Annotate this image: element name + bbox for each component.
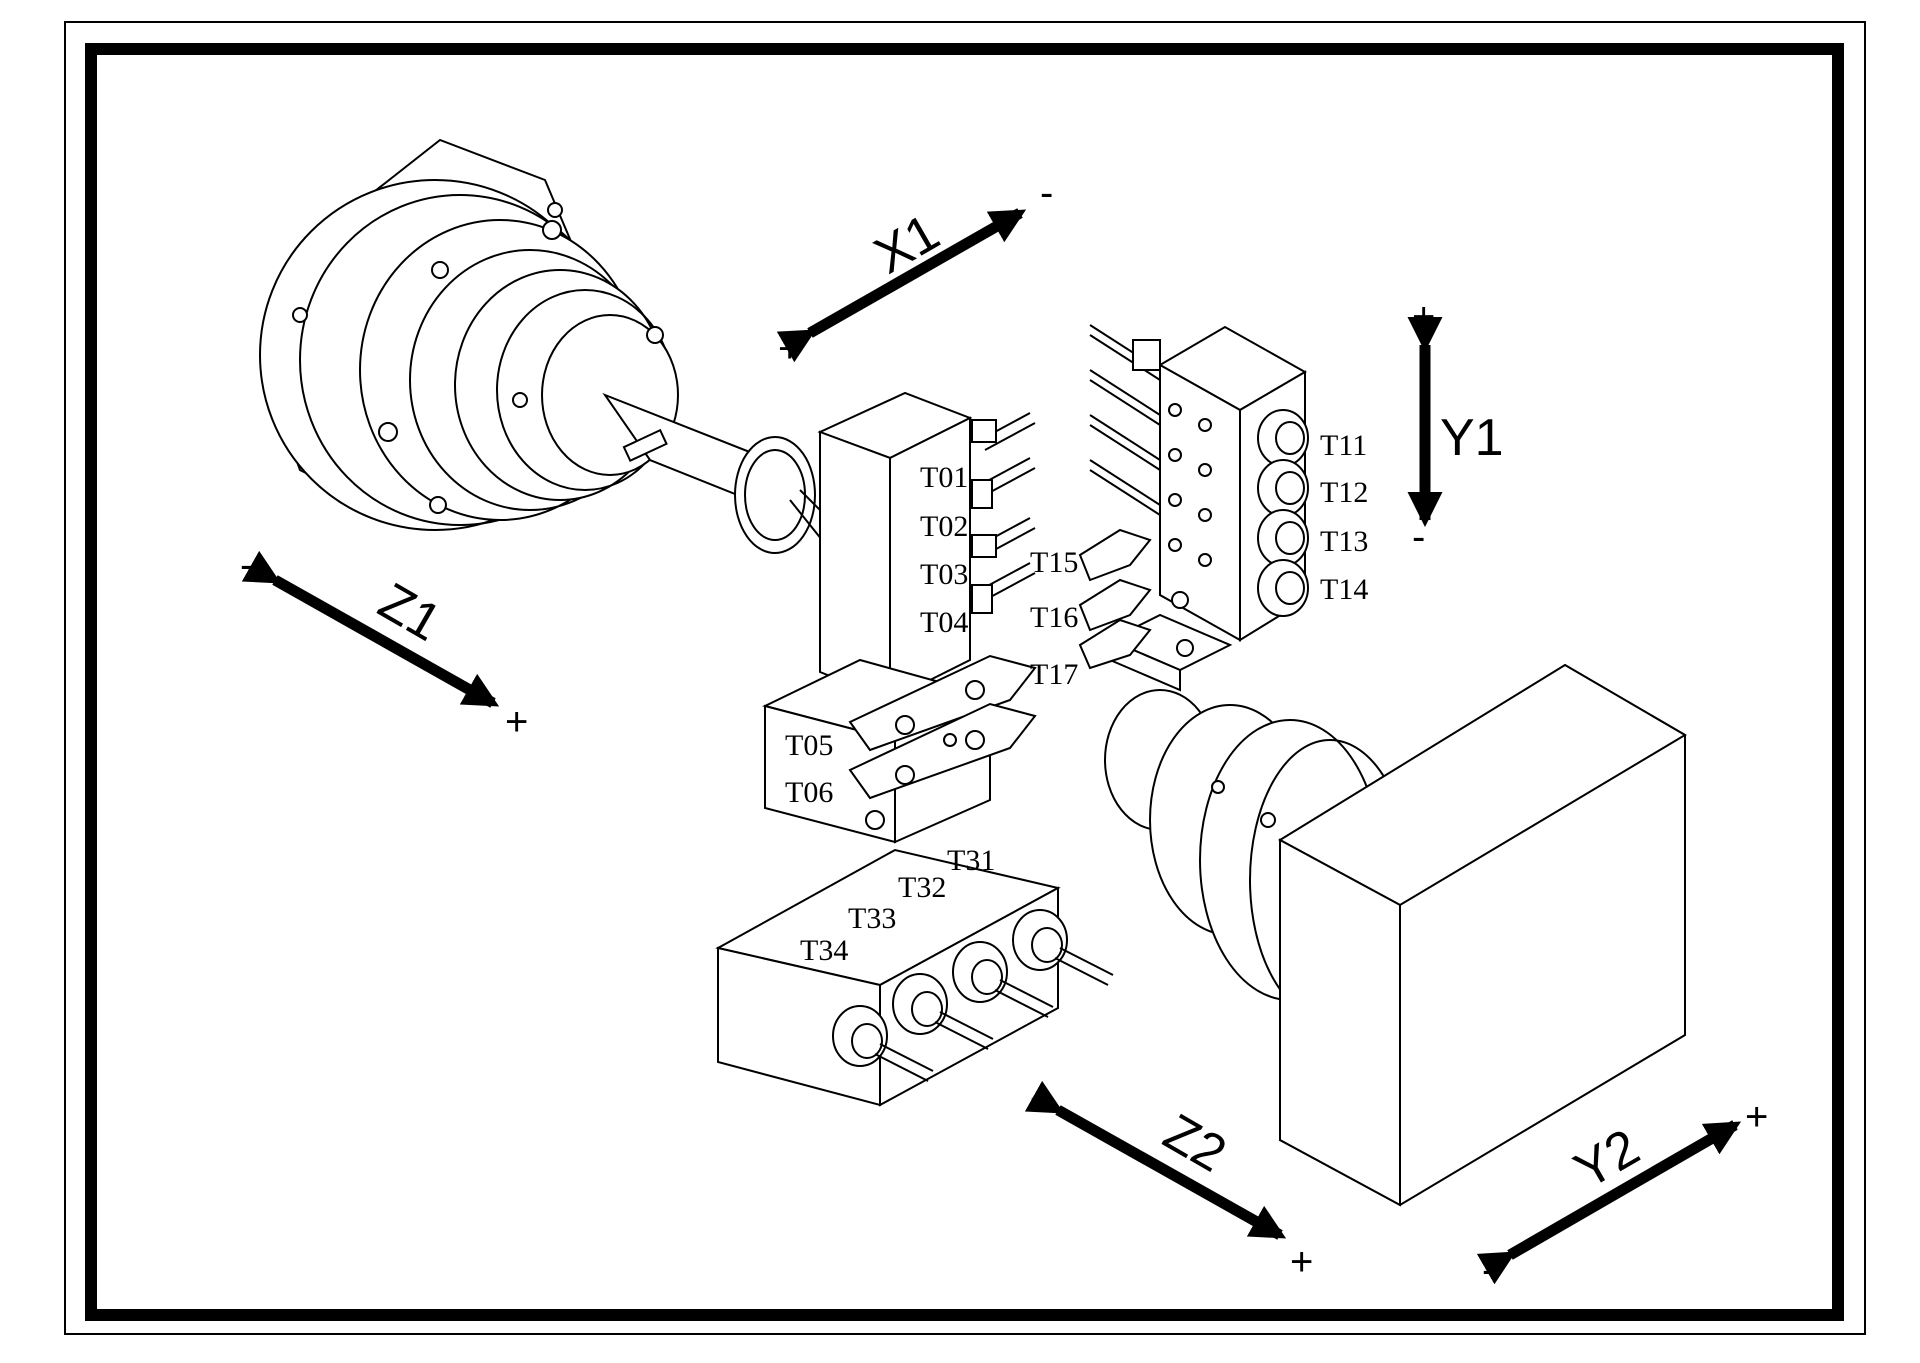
axis-y1-minus: - [1412, 515, 1425, 559]
tool-label-t17: T17 [1030, 658, 1078, 691]
tool-label-t01: T01 [920, 461, 968, 494]
tool-block-icon [762, 391, 1037, 844]
tool-label-t13: T13 [1320, 525, 1368, 558]
axis-y2-minus: - [1482, 1248, 1495, 1292]
tool-label-t16: T16 [1030, 601, 1078, 634]
axis-y1-label: Y1 [1440, 409, 1504, 467]
tool-label-t02: T02 [920, 510, 968, 543]
axis-y1: Y1 + - [1407, 295, 1504, 559]
tool-label-t04: T04 [920, 606, 968, 639]
tool-label-t06: T06 [785, 776, 833, 809]
tool-label-t33: T33 [848, 902, 896, 935]
axis-z2-minus: - [1030, 1075, 1043, 1119]
tool-block-icon [1078, 324, 1309, 692]
sub-spindle-icon [1104, 663, 1687, 1207]
tool-label-t11: T11 [1320, 429, 1367, 462]
axis-x1-minus: - [1040, 171, 1053, 215]
axis-z1: Z1 + - [240, 543, 528, 744]
tool-label-t32: T32 [898, 871, 946, 904]
tool-label-t34: T34 [800, 934, 848, 967]
axis-x1-plus: + [778, 327, 801, 371]
outer-frame [64, 21, 1866, 1335]
axis-y1-plus: + [1412, 295, 1435, 339]
inner-frame [85, 43, 1844, 1321]
axis-z2-plus: + [1290, 1240, 1313, 1284]
tool-label-t31: T31 [947, 844, 995, 877]
tool-labels: T01 T02 T03 T04 T05 T06 T11 T12 T13 T14 … [785, 429, 1368, 967]
axis-z1-plus: + [505, 700, 528, 744]
axis-z2: Z2 + - [1024, 1075, 1313, 1284]
tool-label-t03: T03 [920, 558, 968, 591]
axis-x1: X1 + - [776, 171, 1053, 371]
main-spindle-icon [259, 138, 831, 554]
tool-label-t15: T15 [1030, 546, 1078, 579]
tool-block-icon [715, 848, 1114, 1107]
tool-label-t12: T12 [1320, 476, 1368, 509]
axis-z1-minus: - [240, 543, 253, 587]
axis-x1-label: X1 [865, 203, 949, 285]
tool-label-t14: T14 [1320, 573, 1368, 606]
axis-y2-plus: + [1745, 1095, 1768, 1139]
tool-label-t05: T05 [785, 729, 833, 762]
